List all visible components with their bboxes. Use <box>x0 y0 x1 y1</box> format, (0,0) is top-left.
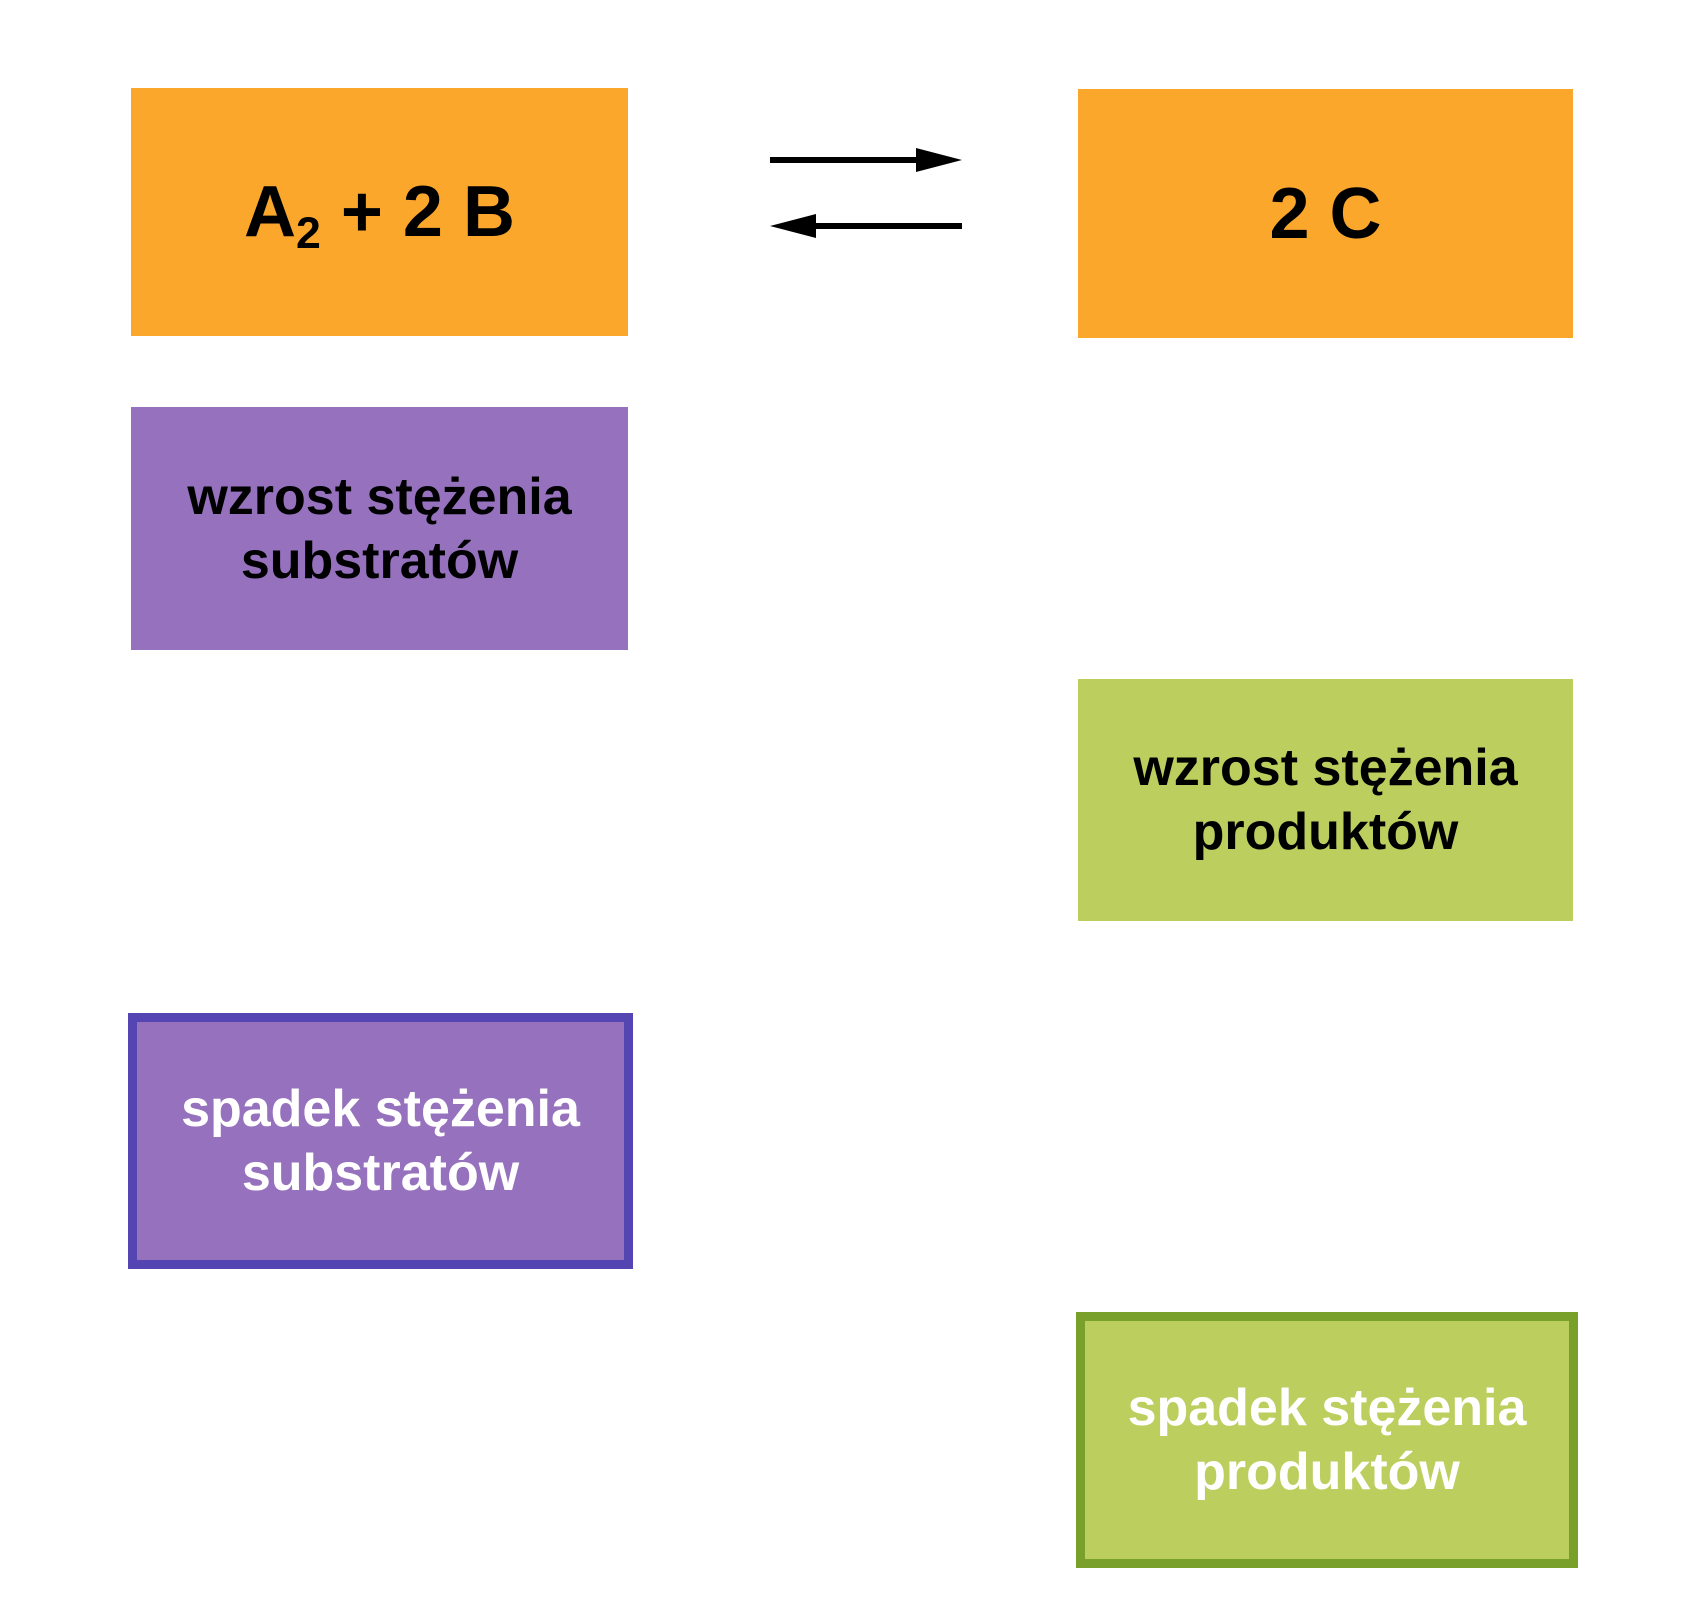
substrate-increase-line1: wzrost stężenia <box>187 467 572 526</box>
product-increase-box: wzrost stężenia produktów <box>1078 679 1573 921</box>
product-increase-label: wzrost stężenia produktów <box>1133 736 1517 864</box>
reactants-base: A <box>244 172 297 252</box>
reactants-rest: + 2 B <box>320 172 515 252</box>
substrate-decrease-label: spadek stężenia substratów <box>181 1077 580 1205</box>
product-increase-line2: produktów <box>1192 803 1459 861</box>
forward-arrow-head <box>916 148 962 172</box>
product-decrease-label: spadek stężenia produktów <box>1128 1376 1527 1504</box>
reverse-arrow-shaft <box>814 223 962 229</box>
reactants-formula: A2 + 2 B <box>244 171 515 258</box>
product-decrease-box: spadek stężenia produktów <box>1076 1312 1578 1568</box>
products-box: 2 C <box>1078 89 1573 338</box>
product-decrease-line2: produktów <box>1194 1443 1460 1501</box>
products-formula: 2 C <box>1269 173 1382 254</box>
reverse-arrow-head <box>770 214 816 238</box>
substrate-decrease-line1: spadek stężenia <box>181 1080 580 1138</box>
product-decrease-line1: spadek stężenia <box>1127 1379 1527 1437</box>
forward-reaction-arrow-icon <box>770 148 962 172</box>
reverse-reaction-arrow-icon <box>770 214 962 238</box>
substrate-decrease-box: spadek stężenia substratów <box>128 1013 633 1269</box>
reactants-box: A2 + 2 B <box>131 88 628 336</box>
substrate-increase-box: wzrost stężenia substratów <box>131 407 628 650</box>
substrate-increase-line2: substratów <box>240 531 519 590</box>
substrate-increase-label: wzrost stężenia substratów <box>187 465 571 593</box>
product-increase-line1: wzrost stężenia <box>1133 739 1518 797</box>
reactants-subscript: 2 <box>296 209 321 259</box>
substrate-decrease-line2: substratów <box>241 1144 520 1202</box>
forward-arrow-shaft <box>770 157 920 163</box>
